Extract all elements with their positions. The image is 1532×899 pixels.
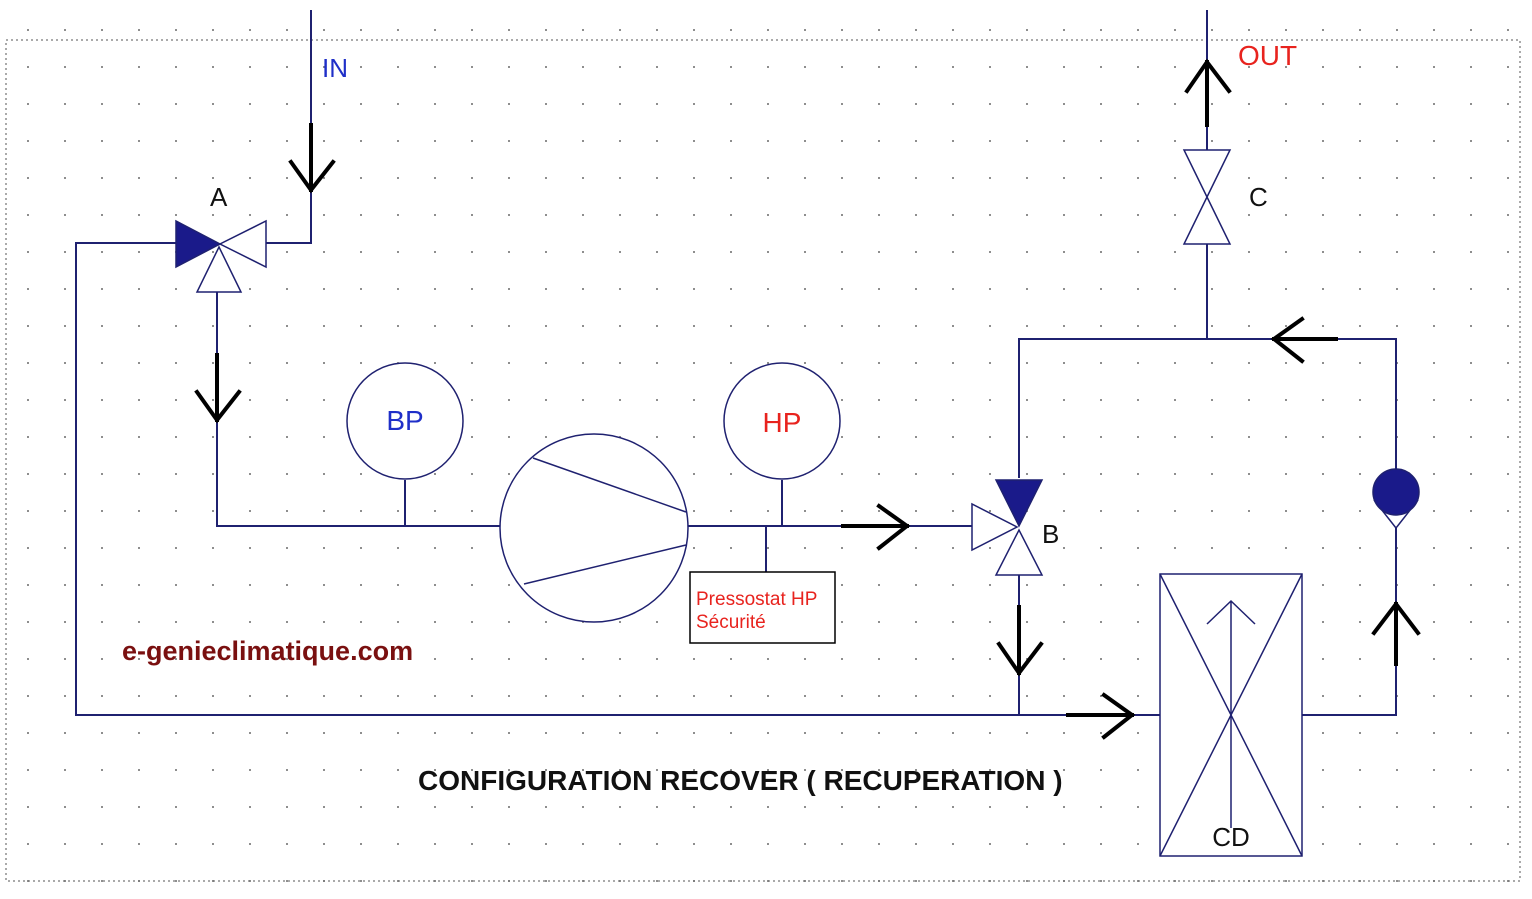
frame-border bbox=[5, 39, 1521, 882]
compressor-line-top bbox=[532, 457, 687, 513]
valve-b-bottom-port bbox=[994, 528, 1044, 576]
arrow-discharge-right bbox=[841, 503, 911, 551]
label-valve-a: A bbox=[210, 182, 228, 212]
condenser-flow-arrow bbox=[1206, 599, 1256, 828]
arrow-b-down bbox=[996, 605, 1044, 677]
compressor-line-bottom bbox=[523, 544, 687, 585]
label-bp: BP bbox=[386, 405, 423, 436]
valve-c-bottom bbox=[1182, 195, 1232, 245]
arrow-return-up bbox=[1371, 600, 1421, 666]
label-out: OUT bbox=[1238, 40, 1297, 71]
arrow-out-up bbox=[1184, 58, 1232, 127]
condenser bbox=[1159, 573, 1303, 857]
valve-c-top bbox=[1182, 149, 1232, 199]
label-pressostat-line1: Pressostat HP bbox=[696, 589, 817, 610]
valve-b[interactable] bbox=[971, 479, 1044, 576]
arrow-suction-down bbox=[194, 353, 242, 424]
label-in: IN bbox=[322, 53, 348, 83]
pipe-bypass-bottom bbox=[75, 242, 1160, 716]
pressostat-box bbox=[689, 571, 836, 644]
label-valve-c: C bbox=[1249, 182, 1268, 212]
flow-arrows bbox=[194, 58, 1421, 740]
valve-b-top-port bbox=[994, 479, 1044, 528]
check-valve bbox=[1372, 468, 1420, 530]
arrow-upper-left bbox=[1270, 316, 1338, 364]
bp-gauge bbox=[346, 362, 464, 480]
label-valve-b: B bbox=[1042, 519, 1059, 549]
label-website: e-genieclimatique.com bbox=[122, 636, 413, 666]
pipe-in bbox=[266, 10, 312, 244]
check-valve-ball bbox=[1372, 468, 1420, 516]
valve-c[interactable] bbox=[1182, 149, 1232, 245]
diagram-title: CONFIGURATION RECOVER ( RECUPERATION ) bbox=[418, 765, 1063, 796]
arrow-in-down bbox=[288, 123, 336, 194]
valve-a[interactable] bbox=[175, 219, 267, 293]
valve-b-left-port bbox=[971, 502, 1019, 552]
valve-a-left-port bbox=[175, 219, 222, 269]
label-condenser: CD bbox=[1212, 822, 1250, 852]
compressor-body bbox=[499, 433, 689, 623]
pipe-condenser-return bbox=[1302, 528, 1397, 716]
valve-a-bottom-port bbox=[195, 245, 243, 293]
valve-a-right-port bbox=[218, 219, 267, 269]
hp-gauge bbox=[723, 362, 841, 480]
compressor bbox=[499, 433, 689, 623]
label-pressostat-line2: Sécurité bbox=[696, 612, 766, 633]
label-hp: HP bbox=[763, 407, 802, 438]
arrow-bottom-right bbox=[1066, 692, 1136, 740]
